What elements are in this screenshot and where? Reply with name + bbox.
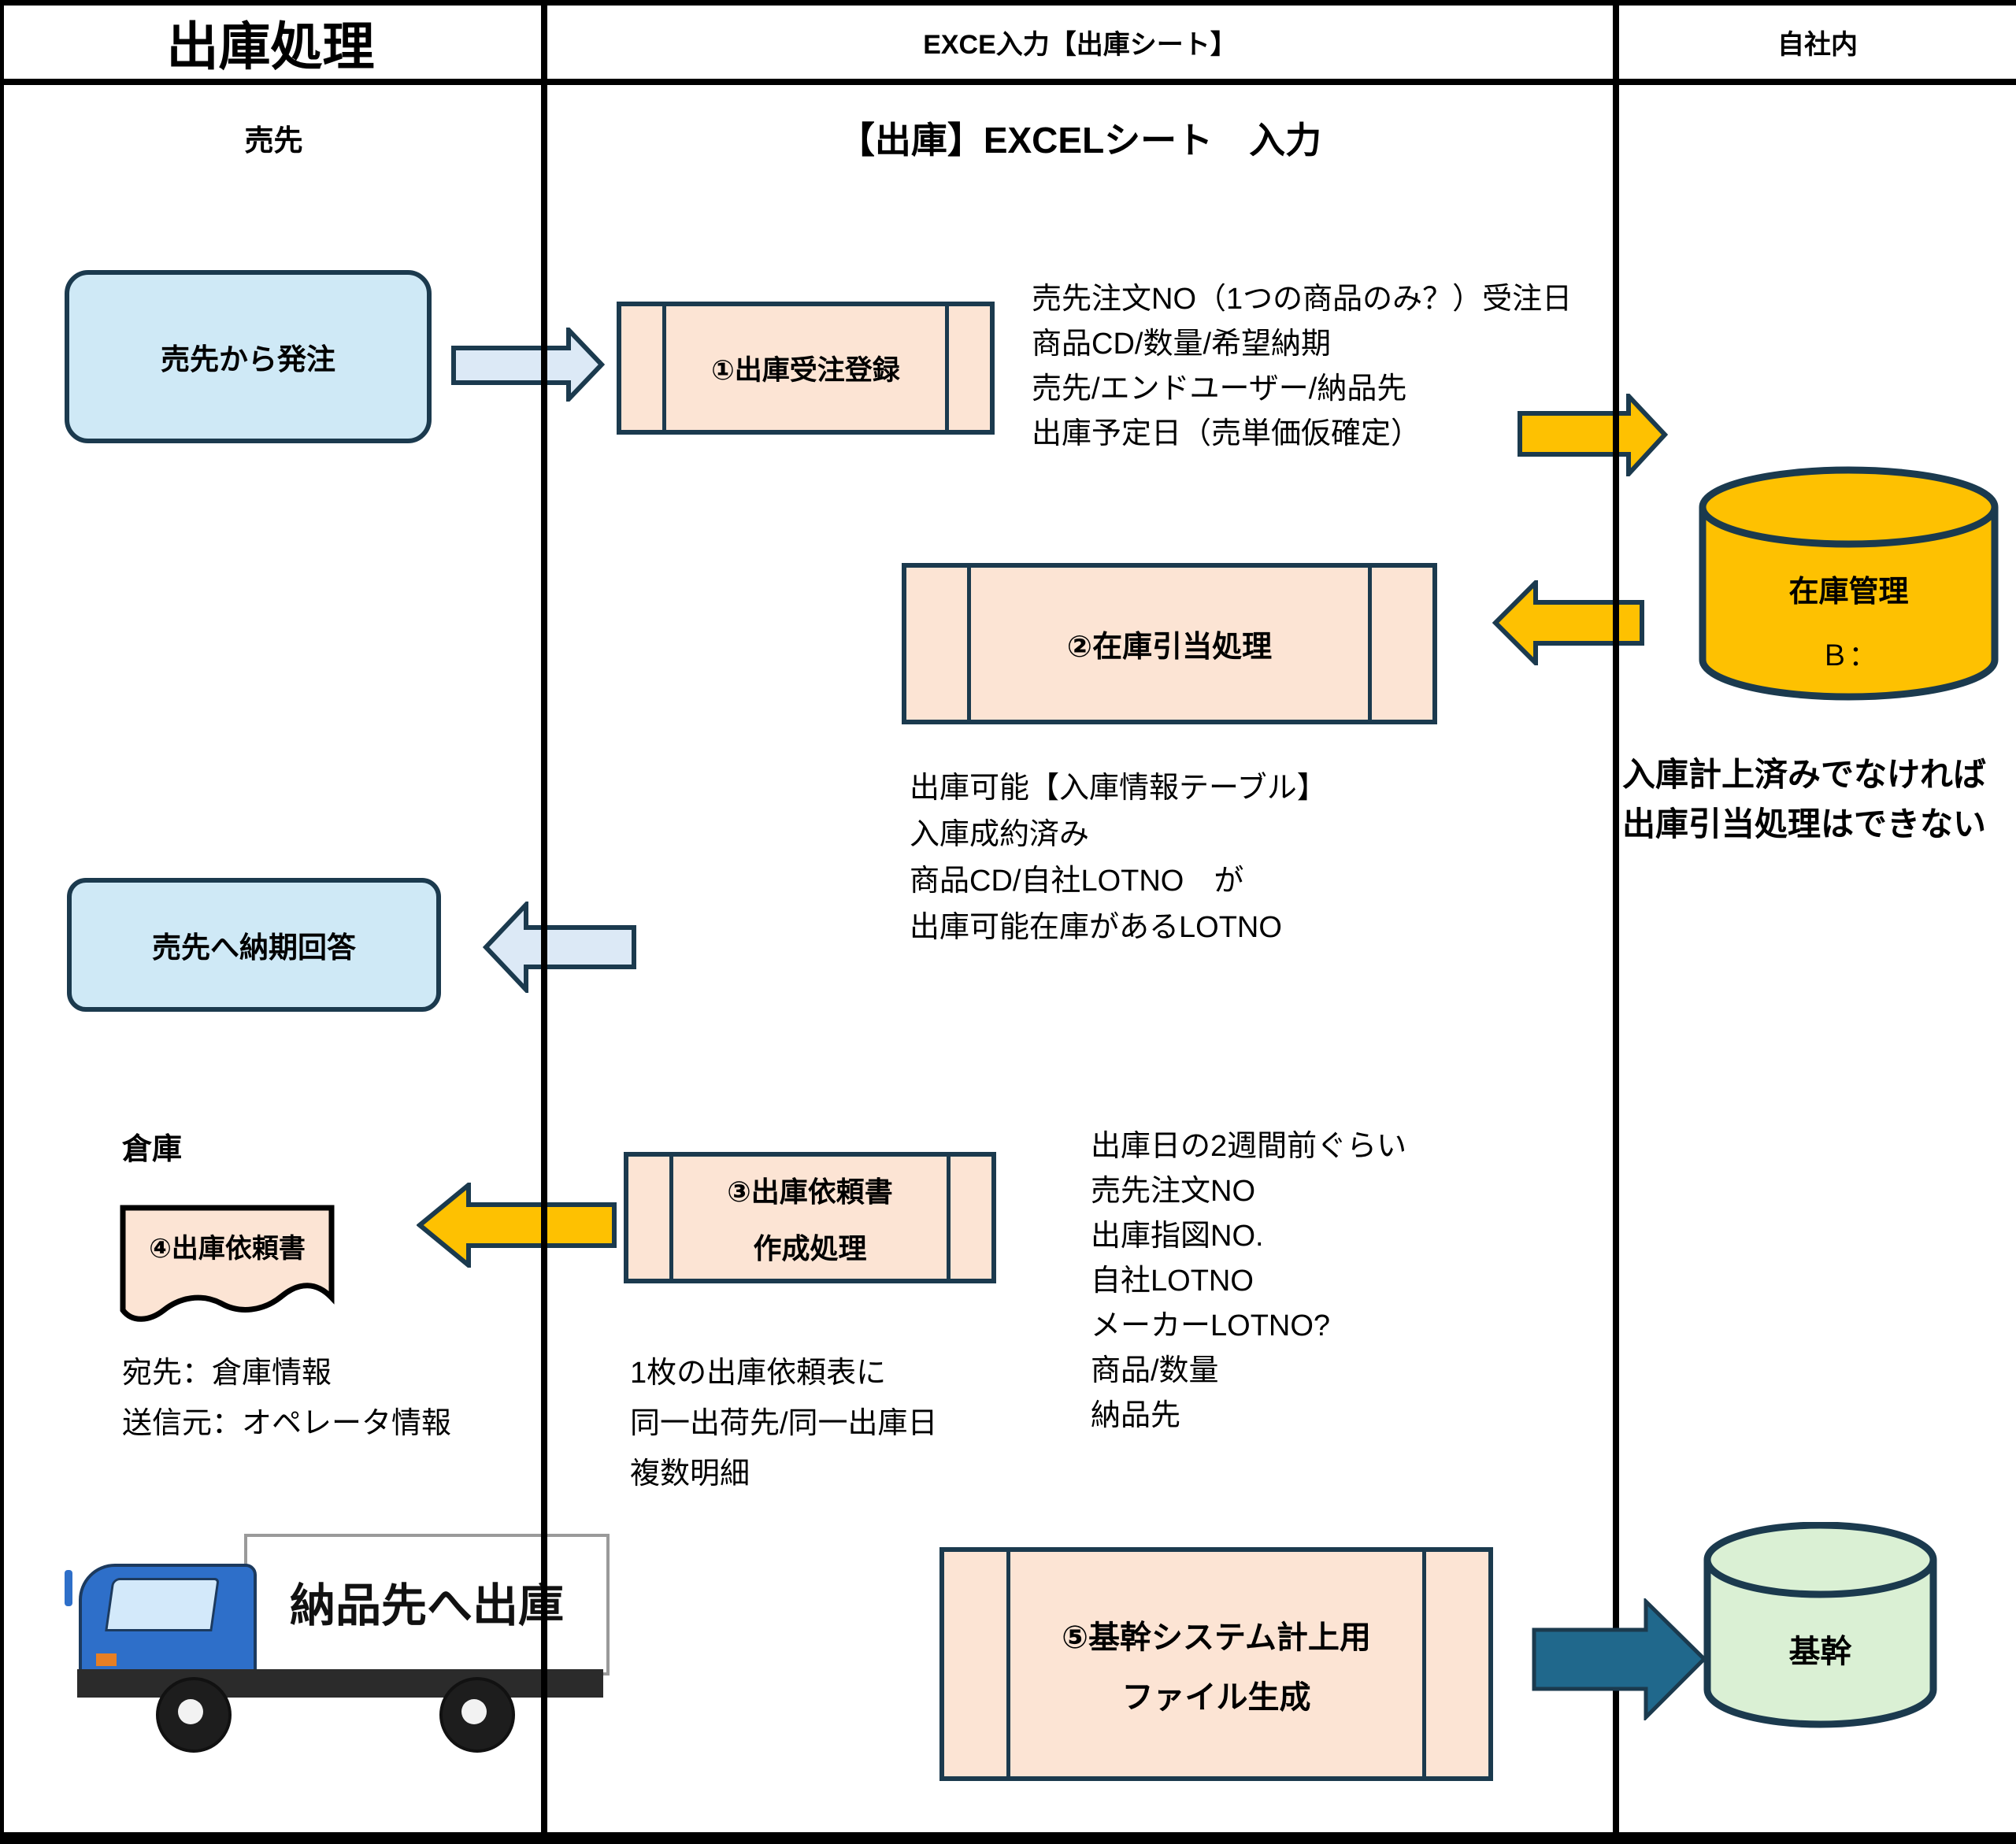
delivery-truck-illustration: 納品先へ出庫 — [65, 1531, 613, 1759]
step3-annotation: 出庫日の2週間前ぐらい 売先注文NO 出庫指図NO. 自社LOTNO メーカーL… — [1091, 1124, 1406, 1439]
process-inset-line — [1006, 1552, 1010, 1776]
header-lane-shukko-shori: 出庫処理 — [166, 17, 375, 76]
excel-sheet-title: 【出庫】EXCELシート 入力 — [838, 120, 1322, 161]
annotation-line: 出庫予定日（売単価仮確定） — [1032, 417, 1421, 450]
annotation-line: 出庫引当処理はできない — [1622, 805, 1987, 842]
arrow-step2-to-reply-icon — [483, 902, 636, 993]
annotation-line: 商品CD/自社LOTNO が — [910, 865, 1244, 898]
step1-label: ①出庫受注登録 — [711, 355, 900, 386]
truck-cargo-box — [244, 1534, 610, 1676]
annotation-line: 出庫可能【入庫情報テーブル】 — [910, 772, 1327, 805]
annotation-line: 自社LOTNO — [1091, 1265, 1254, 1298]
stock-db-drive-label: Ｂ： — [1820, 640, 1877, 672]
truck-cargo-label: 納品先へ出庫 — [289, 1580, 564, 1631]
reply-delivery-date-box: 売先へ納期回答 — [67, 878, 441, 1012]
stock-db-label: 在庫管理 — [1788, 576, 1909, 609]
arrow-step1-to-stockdb-icon — [1518, 394, 1668, 476]
process-inset-line — [967, 568, 971, 720]
annotation-line: メーカーLOTNO? — [1091, 1309, 1331, 1342]
step5-label-line2: ファイル生成 — [1121, 1679, 1311, 1715]
process-inset-line — [1368, 568, 1372, 720]
step1-shipping-order-entry-box: ①出庫受注登録 — [617, 302, 995, 435]
step5-core-system-file-box: ⑤基幹システム計上用 ファイル生成 — [939, 1547, 1493, 1781]
arrow-step5-to-coredb-icon — [1532, 1598, 1707, 1720]
annotation-line: 納品先 — [1091, 1399, 1181, 1432]
lane-divider-1 — [541, 0, 547, 1844]
annotation-line: 売先注文NO（1つの商品のみ？）受注日 — [1032, 283, 1573, 316]
truck-rear-wheel-icon — [439, 1677, 515, 1753]
header-separator-line — [0, 79, 2016, 85]
database-cylinder-icon — [1699, 466, 1999, 701]
truck-cab-icon — [79, 1564, 257, 1680]
process-inset-line — [947, 1157, 951, 1279]
annotation-line: 入庫成約済み — [910, 818, 1090, 851]
order-from-seller-box: 売先から発注 — [65, 270, 432, 443]
arrow-stockdb-to-step2-icon — [1492, 580, 1644, 665]
annotation-line: 宛先：倉庫情報 — [122, 1357, 332, 1390]
process-inset-line — [945, 306, 949, 430]
arrow-step3-to-doc4-icon — [417, 1183, 617, 1268]
annotation-line: 1枚の出庫依頼表に — [630, 1357, 887, 1390]
document-shape-icon — [120, 1205, 335, 1322]
annotation-line: 送信元：オペレータ情報 — [122, 1407, 452, 1440]
annotation-line: 出庫指図NO. — [1091, 1220, 1264, 1253]
wheel-hub-icon — [461, 1699, 487, 1724]
step3-label-line1: ③出庫依頼書 — [727, 1175, 893, 1208]
process-inset-line — [669, 1157, 673, 1279]
frame-bottom-border — [0, 1832, 2016, 1844]
lane-divider-2 — [1613, 0, 1619, 1844]
process-inset-line — [662, 306, 666, 430]
annotation-line: 出庫可能在庫があるLOTNO — [910, 911, 1282, 944]
request-sheet-annotation: 1枚の出庫依頼表に 同一出荷先/同一出庫日 複数明細 — [630, 1348, 938, 1499]
truck-front-wheel-icon — [156, 1677, 232, 1753]
annotation-line: 売先注文NO — [1091, 1175, 1256, 1208]
warehouse-label: 倉庫 — [122, 1132, 183, 1166]
header-lane-excel-input: EXCE入力【出庫シート】 — [923, 30, 1237, 60]
step5-label: ⑤基幹システム計上用 ファイル生成 — [944, 1552, 1488, 1776]
truck-mirror-icon — [65, 1570, 72, 1606]
annotation-line: 出庫日の2週間前ぐらい — [1091, 1130, 1407, 1163]
frame-left-border — [0, 0, 4, 1838]
truck-chassis-icon — [77, 1669, 603, 1698]
truck-marker-icon — [96, 1653, 117, 1666]
core-db-label: 基幹 — [1788, 1635, 1852, 1669]
shipping-request-document: ④出庫依頼書 — [120, 1205, 335, 1340]
doc4-annotation: 宛先：倉庫情報 送信元：オペレータ情報 — [122, 1348, 451, 1449]
annotation-line: 複数明細 — [630, 1457, 750, 1490]
step3-label: ③出庫依頼書 作成処理 — [628, 1157, 991, 1279]
seller-lane-label: 売先 — [244, 124, 303, 157]
step3-label-line2: 作成処理 — [753, 1231, 867, 1265]
arrow-order-to-step1-icon — [451, 328, 605, 402]
doc4-label: ④出庫依頼書 — [149, 1234, 306, 1264]
annotation-line: 入庫計上済みでなければ — [1622, 756, 1987, 793]
database-cylinder-icon — [1703, 1521, 1937, 1728]
annotation-line: 同一出荷先/同一出庫日 — [630, 1407, 938, 1440]
wheel-hub-icon — [178, 1699, 203, 1724]
frame-top-border — [0, 0, 2016, 6]
stock-constraint-annotation: 入庫計上済みでなければ 出庫引当処理はできない — [1622, 750, 1986, 849]
annotation-line: 商品/数量 — [1091, 1354, 1219, 1387]
step5-label-line1: ⑤基幹システム計上用 — [1062, 1620, 1371, 1655]
truck-window-icon — [105, 1578, 220, 1631]
step3-shipping-request-creation-box: ③出庫依頼書 作成処理 — [624, 1152, 996, 1283]
annotation-line: 商品CD/数量/希望納期 — [1032, 328, 1332, 361]
core-system-database: 基幹 — [1703, 1521, 1937, 1731]
process-inset-line — [1422, 1552, 1426, 1776]
step2-label: ②在庫引当処理 — [1066, 631, 1273, 664]
step2-stock-allocation-box: ②在庫引当処理 — [902, 563, 1437, 724]
annotation-line: 売先/エンドユーザー/納品先 — [1032, 372, 1407, 405]
step2-annotation: 出庫可能【入庫情報テーブル】 入庫成約済み 商品CD/自社LOTNO が 出庫可… — [910, 765, 1327, 951]
stock-management-database: 在庫管理 Ｂ： — [1699, 466, 1999, 701]
step1-annotation: 売先注文NO（1つの商品のみ？）受注日 商品CD/数量/希望納期 売先/エンドユ… — [1032, 277, 1572, 457]
header-lane-jishanai: 自社内 — [1777, 30, 1858, 60]
